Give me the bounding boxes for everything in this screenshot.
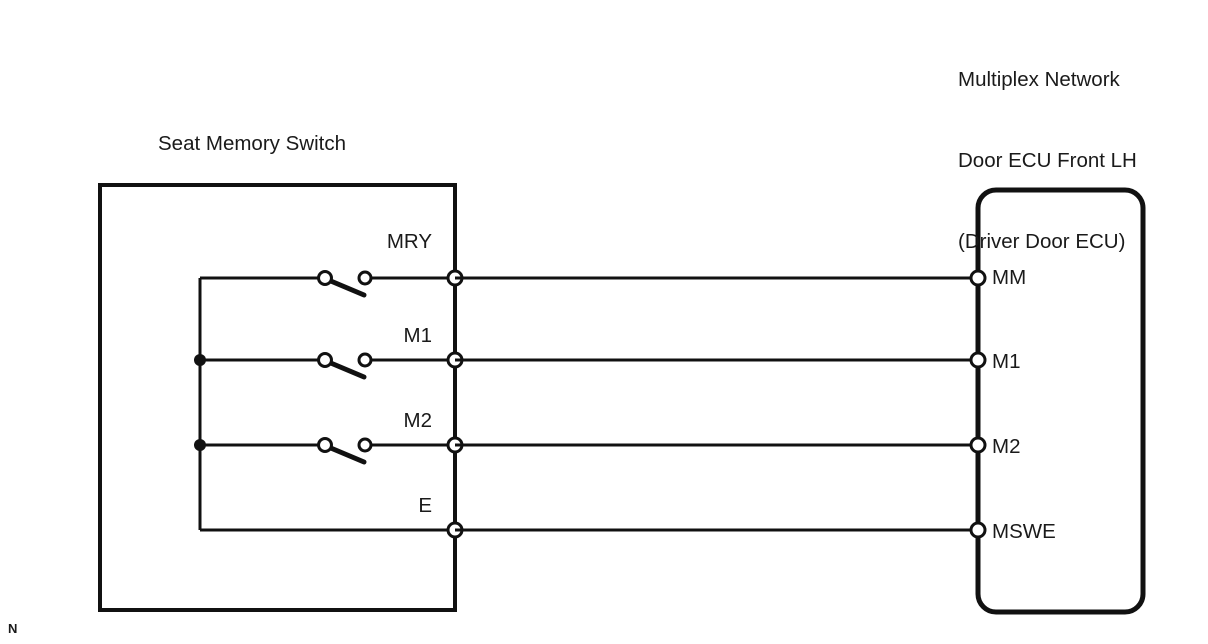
ecu-title-line-1: Multiplex Network	[958, 68, 1120, 92]
door-ecu-box	[975, 187, 1146, 615]
ecu-terminal-label-mswe: MSWE	[992, 520, 1056, 543]
ecu-terminal-node-m1[interactable]	[969, 351, 987, 369]
switch-row-label-e: E	[418, 494, 432, 517]
switch-blade-m1[interactable]	[323, 358, 367, 380]
switch-pivot-contact-mry[interactable]	[317, 270, 333, 286]
seat-memory-switch-box	[98, 183, 457, 612]
corner-mark: N	[8, 621, 18, 636]
switch-fixed-contact-m1[interactable]	[357, 352, 373, 368]
switch-row-label-m2: M2	[403, 409, 432, 432]
switch-fixed-contact-mry[interactable]	[357, 270, 373, 286]
bus-junction-dot-m2	[194, 439, 206, 451]
switch-blade-m2[interactable]	[323, 443, 367, 465]
ecu-title-line-3: (Driver Door ECU)	[958, 230, 1126, 254]
ecu-terminal-node-mswe[interactable]	[969, 521, 987, 539]
ecu-terminal-node-m2[interactable]	[969, 436, 987, 454]
switch-blade-mry[interactable]	[323, 276, 367, 298]
ecu-terminal-label-m1: M1	[992, 350, 1021, 373]
switch-pivot-contact-m1[interactable]	[317, 352, 333, 368]
ecu-terminal-node-mm[interactable]	[969, 269, 987, 287]
switch-row-label-mry: MRY	[386, 230, 432, 253]
ecu-title: Multiplex Network Door ECU Front LH (Dri…	[958, 12, 1137, 310]
bus-junction-dot-m1	[194, 354, 206, 366]
switch-fixed-contact-m2[interactable]	[357, 437, 373, 453]
switch-row-label-m1: M1	[403, 324, 432, 347]
ecu-terminal-label-mm: MM	[992, 266, 1027, 289]
ecu-terminal-label-m2: M2	[992, 435, 1021, 458]
switch-pivot-contact-m2[interactable]	[317, 437, 333, 453]
seat-memory-switch-title: Seat Memory Switch	[158, 132, 346, 155]
ecu-title-line-2: Door ECU Front LH	[958, 149, 1137, 173]
